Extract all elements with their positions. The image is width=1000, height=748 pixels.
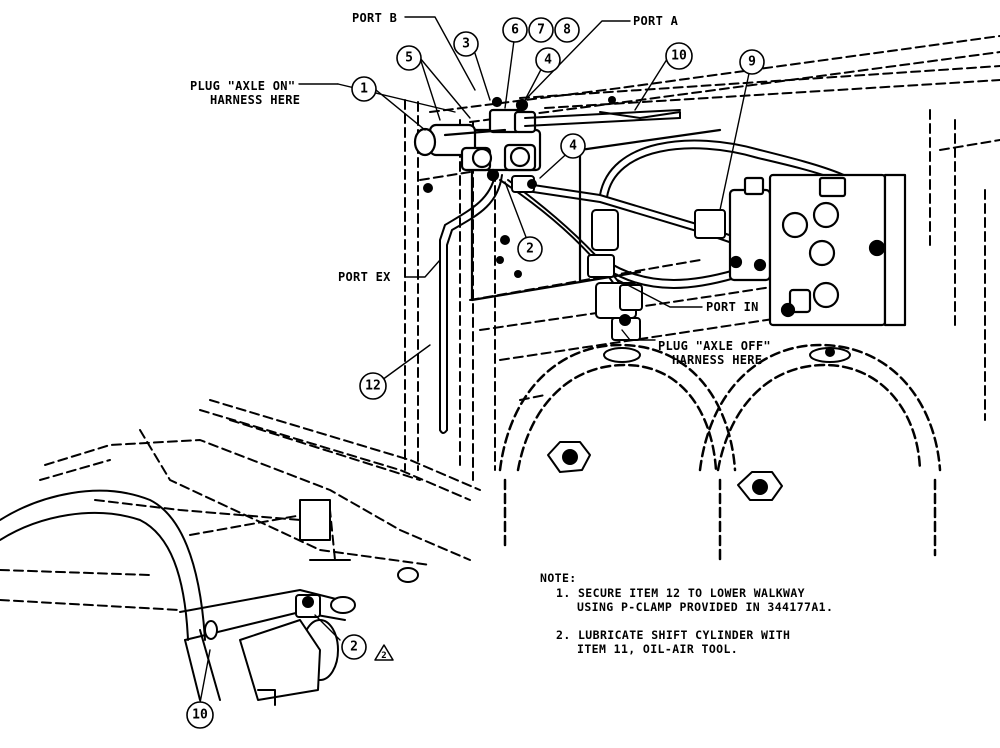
callout-8: 8 (554, 17, 580, 43)
callout-3: 3 (453, 31, 479, 57)
callout-10-top: 10 (665, 42, 693, 70)
svg-text:7: 7 (537, 23, 545, 38)
callout-2-upper: 2 (517, 236, 543, 262)
callout-9: 9 (739, 49, 765, 75)
callout-10-bottom: 10 (186, 701, 214, 729)
note-2-line-2: ITEM 11, OIL-AIR TOOL. (577, 642, 738, 656)
callouts: 1 5 3 6 7 8 4 10 (186, 17, 765, 729)
shift-valve-block (728, 173, 907, 327)
label-plug-axle-off-harness: HARNESS HERE (672, 353, 762, 367)
svg-text:4: 4 (569, 139, 577, 154)
callout-1: 1 (351, 76, 377, 102)
port-labels: PORT B PORT A PLUG "AXLE ON" HARNESS HER… (190, 11, 771, 367)
svg-text:6: 6 (511, 23, 519, 38)
label-plug-axle-off: PLUG "AXLE OFF" (658, 339, 771, 353)
callout-2-lower: 2 (341, 634, 367, 660)
solenoid-valve (413, 96, 542, 182)
bolt (423, 183, 433, 193)
label-plug-axle-on-harness: HARNESS HERE (210, 93, 300, 107)
svg-text:2: 2 (381, 651, 386, 661)
bolt (514, 270, 522, 278)
bolt (500, 235, 510, 245)
label-port-ex: PORT EX (338, 270, 391, 284)
note-1-line-2: USING P-CLAMP PROVIDED IN 344177A1. (577, 600, 833, 614)
svg-text:3: 3 (462, 37, 470, 52)
callout-4-lower: 4 (560, 133, 586, 159)
callout-6: 6 (502, 17, 528, 43)
bolt (496, 256, 504, 264)
note-2-line-1: 2. LUBRICATE SHIFT CYLINDER WITH (556, 628, 790, 642)
label-port-a: PORT A (633, 14, 679, 28)
note-flag-triangle: 2 (374, 644, 394, 661)
bolt (608, 96, 616, 104)
svg-text:9: 9 (748, 55, 756, 70)
label-port-b: PORT B (352, 11, 397, 25)
note-1-line-1: 1. SECURE ITEM 12 TO LOWER WALKWAY (556, 586, 805, 600)
callout-12: 12 (359, 372, 387, 400)
svg-text:10: 10 (192, 708, 208, 723)
svg-text:1: 1 (360, 82, 368, 97)
label-plug-axle-on: PLUG "AXLE ON" (190, 79, 295, 93)
svg-text:2: 2 (526, 242, 534, 257)
svg-text:12: 12 (365, 379, 381, 394)
svg-text:10: 10 (671, 49, 687, 64)
callout-4-upper: 4 (535, 47, 561, 73)
callout-7: 7 (528, 17, 554, 43)
wheels (498, 343, 942, 562)
svg-text:5: 5 (405, 51, 413, 66)
bracket-bolts (423, 96, 616, 278)
wheel-hubs (547, 347, 851, 501)
svg-text:8: 8 (563, 23, 571, 38)
inset-assembly (0, 399, 481, 706)
svg-text:4: 4 (544, 53, 552, 68)
notes-heading: NOTE: (540, 571, 577, 585)
label-port-in: PORT IN (706, 300, 759, 314)
svg-text:2: 2 (350, 640, 358, 655)
callout-5: 5 (396, 45, 422, 71)
notes-block: NOTE: 1. SECURE ITEM 12 TO LOWER WALKWAY… (540, 571, 833, 656)
